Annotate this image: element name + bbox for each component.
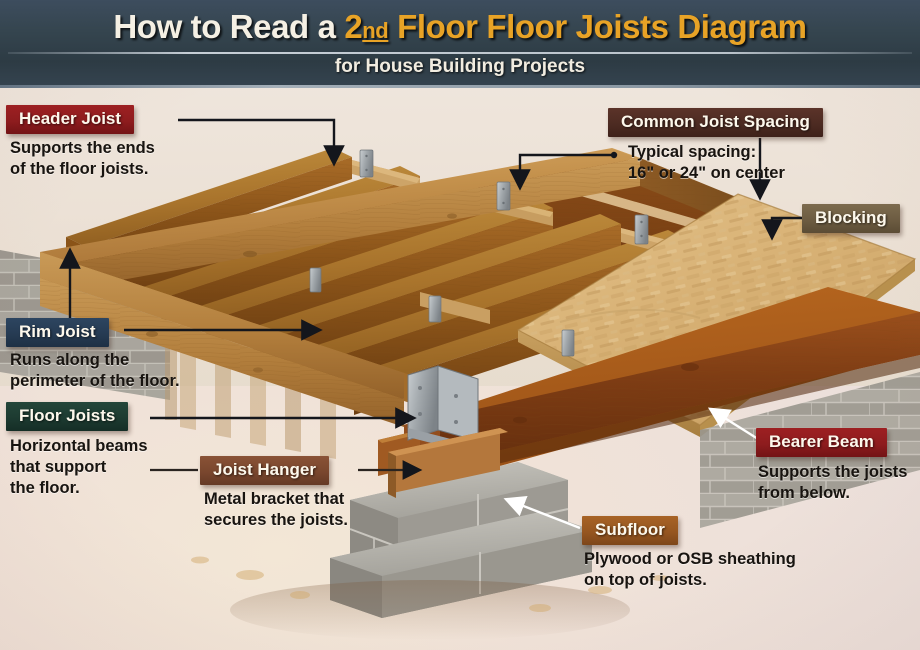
page-subtitle: for House Building Projects	[334, 56, 586, 77]
callout-desc-rim-joist-line2: perimeter of the floor.	[10, 372, 180, 390]
callout-badge-common-joist-spacing: Common Joist Spacing	[608, 108, 823, 137]
callout-desc-floor-joists-line1: Horizontal beams	[10, 437, 148, 455]
page-title-plain: How to Read a	[113, 8, 345, 45]
callout-desc-joist-hanger-line1: Metal bracket that	[204, 490, 345, 508]
ground-shadow	[191, 556, 668, 640]
ordinal-number: 2	[344, 8, 363, 45]
callout-badge-rim-joist: Rim Joist	[6, 318, 109, 347]
callout-badge-floor-joists: Floor Joists	[6, 402, 129, 431]
title-divider	[8, 52, 912, 54]
rim-joist	[40, 252, 428, 427]
header-joist	[40, 148, 640, 290]
callout-desc-spacing-line2: 16" or 24" on center	[628, 164, 785, 182]
page-title-accent-rest: Floor Floor Joists Diagram	[388, 8, 807, 45]
callout-badge-header-joist: Header Joist	[6, 105, 135, 134]
callout-desc-subfloor-line1: Plywood or OSB sheathing	[584, 550, 796, 568]
callout-desc-subfloor-line2: on top of joists.	[584, 571, 707, 589]
callout-desc-header-joist-line1: Supports the ends	[10, 139, 155, 157]
callout-badge-blocking: Blocking	[802, 204, 900, 233]
callout-desc-bearer-beam-line2: from below.	[758, 484, 850, 502]
callout-badge-joist-hanger: Joist Hanger	[200, 456, 329, 485]
ordinal-suffix: nd	[362, 18, 389, 43]
callout-badge-bearer-beam: Bearer Beam	[756, 428, 887, 457]
header-bar: How to Read a 2nd Floor Floor Joists Dia…	[0, 0, 920, 88]
callout-desc-bearer-beam-line1: Supports the joists	[758, 463, 908, 481]
callout-desc-joist-hanger-line2: secures the joists.	[204, 511, 348, 529]
callout-desc-floor-joists-line3: the floor.	[10, 479, 80, 497]
callout-desc-spacing-line1: Typical spacing:	[628, 143, 757, 161]
callout-desc-floor-joists-line2: that support	[10, 458, 107, 476]
callout-badge-subfloor: Subfloor	[582, 516, 678, 545]
callout-desc-rim-joist-line1: Runs along the	[10, 351, 130, 369]
page-title: How to Read a 2nd Floor Floor Joists Dia…	[0, 8, 920, 46]
page-title-accent: 2nd Floor Floor Joists Diagram	[344, 8, 807, 45]
callout-desc-header-joist-line2: of the floor joists.	[10, 160, 149, 178]
